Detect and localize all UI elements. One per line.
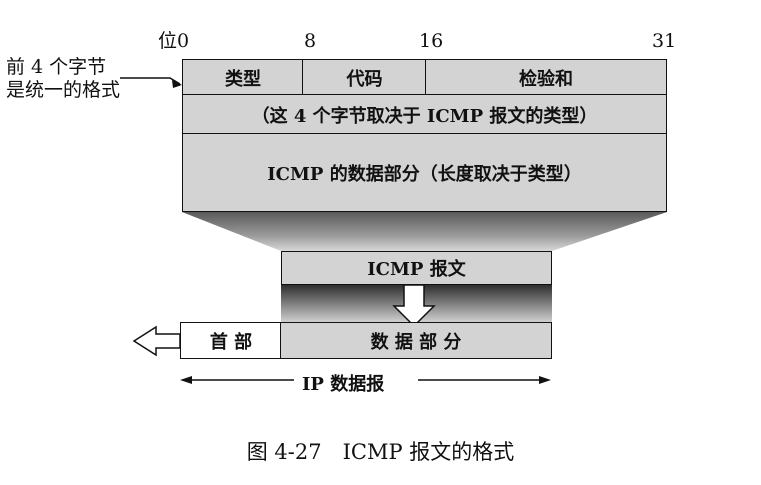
icmp-message-box: ICMP 报文: [281, 251, 552, 285]
side-note-line1: 前 4 个字节: [6, 56, 107, 78]
bit-0: 0: [177, 30, 190, 52]
bit-label-31: 31: [652, 30, 677, 52]
field-rest-of-header: （这 4 个字节取决于 ICMP 报文的类型）: [182, 94, 667, 135]
ip-span-arrow-left: [180, 376, 192, 384]
ip-data-box: 数 据 部 分: [280, 322, 552, 359]
field-type: 类型: [182, 59, 304, 96]
side-note-line2: 是统一的格式: [6, 79, 121, 101]
field-checksum: 检验和: [425, 59, 667, 96]
funnel-upper: [182, 212, 667, 251]
ip-span-arrow-right: [539, 376, 551, 384]
field-icmp-data: ICMP 的数据部分（长度取决于类型）: [182, 133, 667, 212]
ip-header-box: 首 部: [180, 322, 282, 359]
figure-caption: 图 4-27 ICMP 报文的格式: [246, 440, 515, 464]
bit-prefix: 位: [158, 30, 178, 52]
bit-label-0: 位0: [158, 30, 189, 52]
bit-label-16: 16: [419, 30, 444, 52]
bit-label-8: 8: [304, 30, 317, 52]
ip-datagram-label: IP 数据报: [296, 370, 391, 396]
side-note-arrowhead: [172, 80, 182, 88]
side-note: 前 4 个字节 是统一的格式: [6, 56, 166, 102]
down-arrow-icon: [392, 284, 436, 328]
left-arrow-icon: [132, 325, 181, 357]
side-note-pointer: [120, 77, 181, 85]
field-code: 代码: [302, 59, 427, 96]
